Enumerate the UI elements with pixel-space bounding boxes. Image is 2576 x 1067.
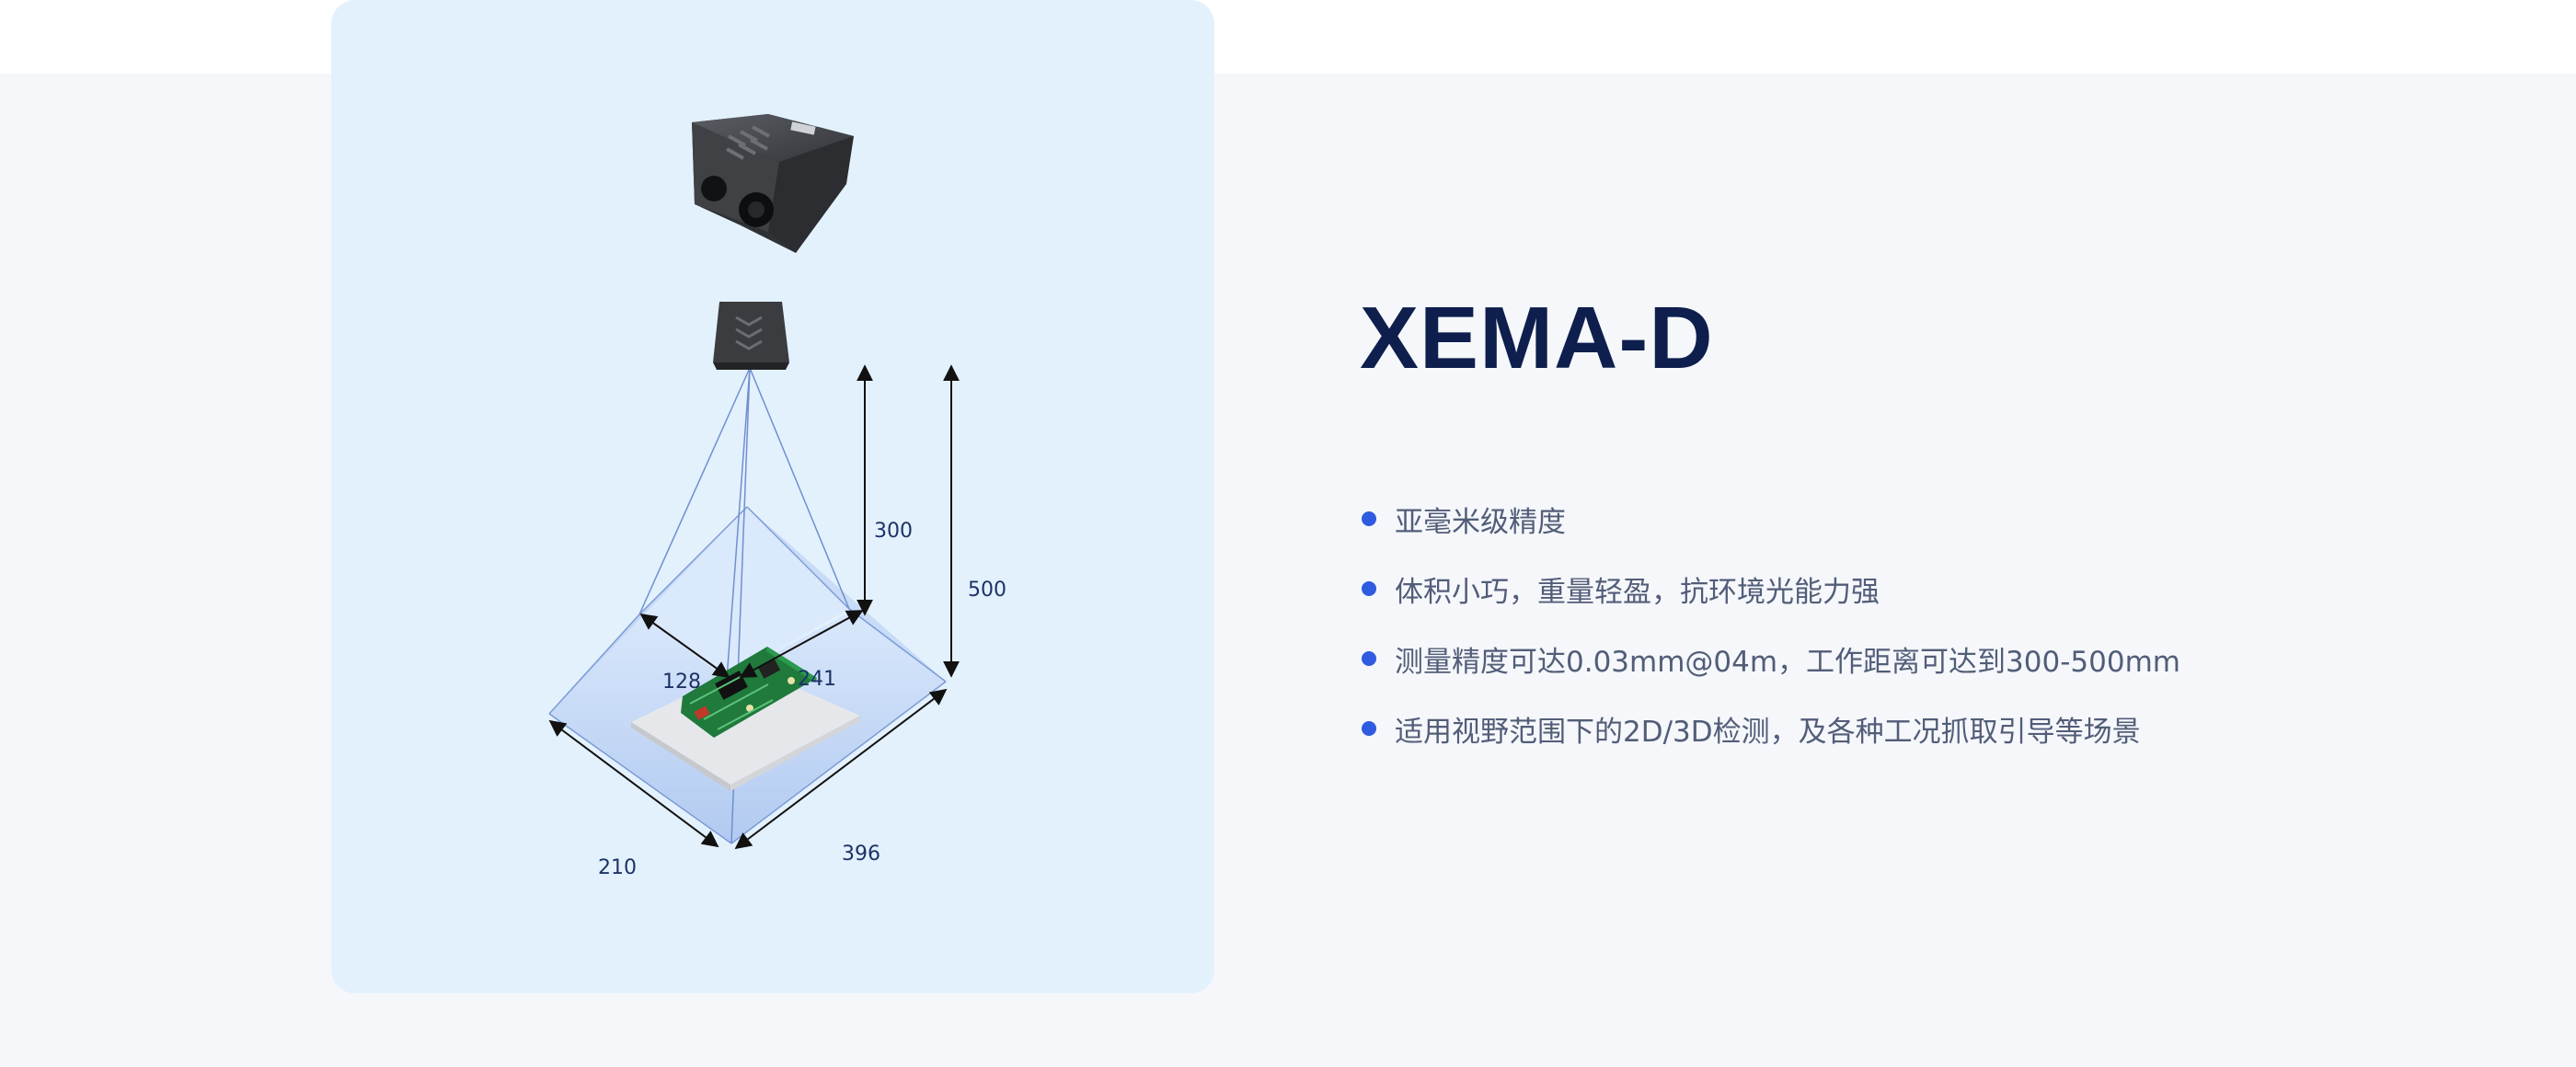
- dim-label-210: 210: [598, 856, 637, 879]
- feature-text: 体积小巧，重量轻盈，抗环境光能力强: [1395, 575, 1880, 609]
- dim-label-128: 128: [662, 671, 701, 694]
- bullet-dot-icon: [1362, 721, 1376, 736]
- dim-line-396: [734, 688, 948, 850]
- feature-text: 适用视野范围下的2D/3D检测，及各种工况抓取引导等场景: [1395, 715, 2141, 749]
- feature-item: 适用视野范围下的2D/3D检测，及各种工况抓取引导等场景: [1360, 694, 2180, 763]
- feature-item: 体积小巧，重量轻盈，抗环境光能力强: [1360, 554, 2180, 624]
- dim-label-500: 500: [968, 579, 1006, 602]
- dim-label-241: 241: [798, 668, 836, 691]
- dimension-lines: [548, 364, 960, 850]
- bullet-dot-icon: [1362, 651, 1376, 666]
- feature-item: 测量精度可达0.03mm@04m，工作距离可达到300-500mm: [1360, 624, 2180, 694]
- feature-text: 亚毫米级精度: [1395, 505, 1566, 539]
- field-of-view-diagram: 300 500 128 241 210 396: [548, 114, 1006, 879]
- product-title: XEMA-D: [1360, 289, 1714, 387]
- feature-list: 亚毫米级精度 体积小巧，重量轻盈，抗环境光能力强 测量精度可达0.03mm@04…: [1360, 484, 2180, 763]
- dim-label-300: 300: [874, 520, 913, 543]
- feature-item: 亚毫米级精度: [1360, 484, 2180, 554]
- product-visual-card: 300 500 128 241 210 396: [331, 0, 1214, 993]
- dimension-labels: 300 500 128 241 210 396: [598, 520, 1006, 879]
- bullet-dot-icon: [1362, 581, 1376, 596]
- feature-text: 测量精度可达0.03mm@04m，工作距离可达到300-500mm: [1395, 645, 2180, 679]
- dim-line-210: [548, 719, 719, 848]
- dim-label-396: 396: [842, 843, 880, 866]
- dim-line-128: [639, 613, 730, 679]
- dim-line-241: [739, 610, 864, 678]
- camera-3d-scanner-icon: [692, 114, 854, 253]
- bullet-dot-icon: [1362, 511, 1376, 526]
- camera-front-view-icon: [713, 302, 789, 370]
